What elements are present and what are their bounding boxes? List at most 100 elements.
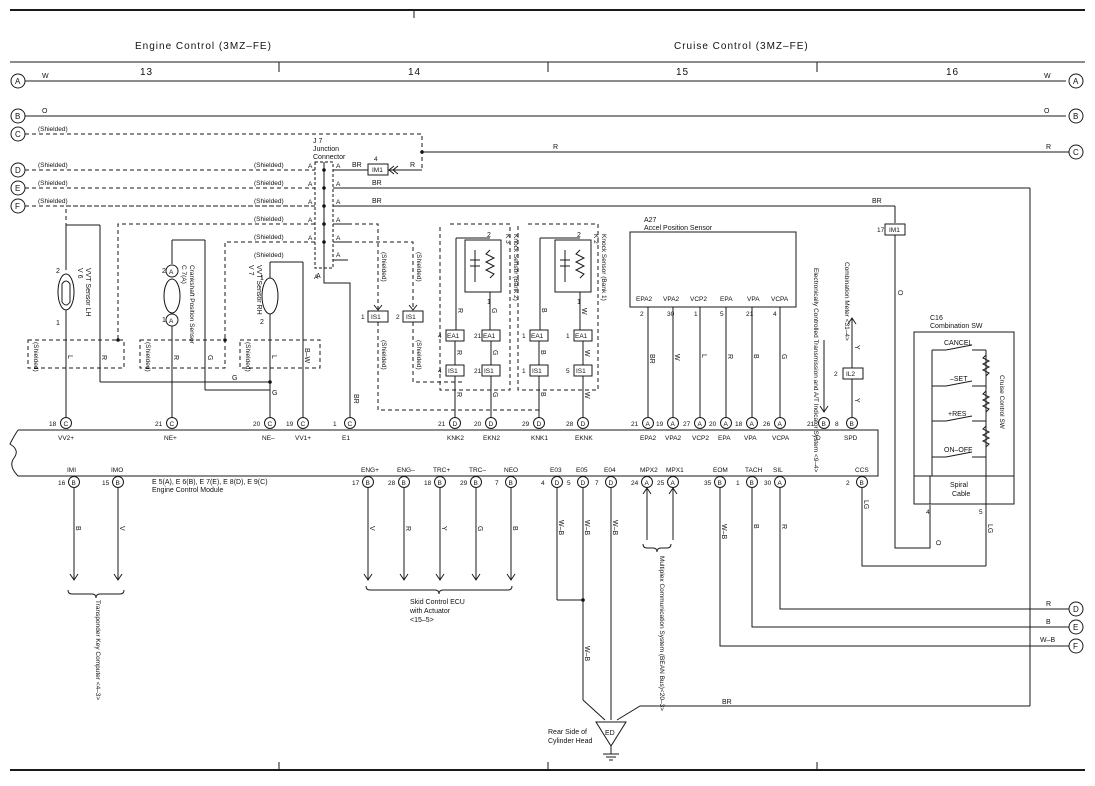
svg-text:4: 4 xyxy=(374,156,378,163)
svg-text:A: A xyxy=(645,480,650,487)
svg-text:Spiral: Spiral xyxy=(950,482,968,489)
svg-text:B: B xyxy=(366,480,370,487)
svg-text:SIL: SIL xyxy=(773,467,783,474)
svg-text:EPA: EPA xyxy=(718,435,731,442)
svg-text:G: G xyxy=(491,392,498,397)
svg-text:VPA2: VPA2 xyxy=(665,435,682,442)
connector-a-left: A xyxy=(10,73,26,89)
svg-text:1: 1 xyxy=(522,333,526,340)
svg-text:B: B xyxy=(116,480,120,487)
svg-text:A27: A27 xyxy=(644,217,657,224)
svg-text:Cable: Cable xyxy=(952,491,970,498)
svg-text:16: 16 xyxy=(58,480,66,487)
svg-text:18: 18 xyxy=(424,480,432,487)
svg-text:Cylinder Head: Cylinder Head xyxy=(548,738,592,745)
connector-e-left: E xyxy=(10,180,26,196)
svg-text:1: 1 xyxy=(577,299,581,306)
svg-text:A: A xyxy=(336,181,341,188)
svg-text:TACH: TACH xyxy=(745,467,763,474)
svg-text:2: 2 xyxy=(834,371,838,378)
svg-text:B–W: B–W xyxy=(303,348,310,364)
cancel-switch: CANCEL xyxy=(944,340,973,347)
section-15: 15 xyxy=(676,67,689,78)
svg-text:ED: ED xyxy=(605,730,615,737)
svg-text:20: 20 xyxy=(253,421,261,428)
svg-text:KNK2: KNK2 xyxy=(447,435,464,442)
svg-text:LG: LG xyxy=(862,500,869,509)
svg-text:B: B xyxy=(15,112,20,121)
on-off-switch: ON–OFF xyxy=(944,447,972,454)
svg-text:VCP2: VCP2 xyxy=(690,296,707,303)
svg-text:MPX1: MPX1 xyxy=(666,467,684,474)
ect-label: Electronically Controlled Transmission a… xyxy=(812,268,819,473)
svg-text:IM1: IM1 xyxy=(889,227,900,234)
is1-connector-2 xyxy=(402,310,424,323)
vvt-sensor-rh: 1 2 V 7 VVT Sensor RH xyxy=(247,261,304,420)
svg-text:EKN2: EKN2 xyxy=(483,435,500,442)
mpx-label: Multiplex Communication System (BEAN Bus… xyxy=(658,556,665,711)
shield-label-5: (Shielded) xyxy=(254,234,284,241)
svg-text:CCS: CCS xyxy=(855,467,869,474)
svg-text:BR: BR xyxy=(648,354,655,364)
svg-text:IM1: IM1 xyxy=(372,167,383,174)
svg-text:R: R xyxy=(455,350,462,355)
svg-text:Y: Y xyxy=(853,398,860,403)
svg-text:R: R xyxy=(455,392,462,397)
svg-text:28: 28 xyxy=(388,480,396,487)
shield-label-2: (Shielded) xyxy=(254,180,284,187)
svg-text:A: A xyxy=(308,181,313,188)
svg-text:1: 1 xyxy=(736,480,740,487)
svg-text:W–B: W–B xyxy=(583,646,590,662)
svg-text:21: 21 xyxy=(631,421,639,428)
wire-e-note: (Shielded) xyxy=(38,180,68,187)
wire-a-color-right: W xyxy=(1044,73,1051,80)
svg-text:D: D xyxy=(537,421,542,428)
svg-text:1: 1 xyxy=(522,368,526,375)
svg-text:K 3: K 3 xyxy=(504,234,511,244)
svg-text:BR: BR xyxy=(352,394,359,404)
section-16: 16 xyxy=(946,67,959,78)
svg-text:MPX2: MPX2 xyxy=(640,467,658,474)
crankshaft-position-sensor: A A 2 1 C 7(A) Crankshaft Position Senso… xyxy=(162,239,206,420)
svg-text:D: D xyxy=(609,480,614,487)
svg-text:(Shielded): (Shielded) xyxy=(415,340,422,370)
svg-text:W: W xyxy=(673,354,680,361)
svg-text:5: 5 xyxy=(567,480,571,487)
svg-text:O: O xyxy=(934,540,941,546)
svg-text:F: F xyxy=(1073,642,1078,651)
svg-text:Y: Y xyxy=(853,345,860,350)
wire-b-color-left: O xyxy=(42,108,48,115)
svg-text:R: R xyxy=(780,524,787,529)
res-switch: +RES xyxy=(948,411,967,418)
svg-text:A: A xyxy=(778,421,783,428)
svg-text:Combination SW: Combination SW xyxy=(930,323,983,330)
connector-d-left: D xyxy=(10,162,26,178)
connector-c-right: C xyxy=(1068,144,1084,160)
svg-text:A: A xyxy=(336,235,341,242)
svg-text:B: B xyxy=(539,350,546,355)
svg-text:A: A xyxy=(646,421,651,428)
svg-text:2: 2 xyxy=(260,319,264,326)
svg-text:A: A xyxy=(698,421,703,428)
svg-text:C16: C16 xyxy=(930,315,943,322)
vvt-sensor-lh: 2 1 V 6 VVT Sensor LH xyxy=(56,224,101,420)
svg-text:SPD: SPD xyxy=(844,435,858,442)
svg-text:A: A xyxy=(314,274,319,281)
header-right-title: Cruise Control (3MZ–FE) xyxy=(674,41,809,52)
connector-d-right: D xyxy=(1068,601,1084,617)
wire-b-color-right: O xyxy=(1044,108,1050,115)
svg-text:30: 30 xyxy=(764,480,772,487)
svg-text:18: 18 xyxy=(735,421,743,428)
svg-text:R: R xyxy=(172,355,179,360)
svg-text:24: 24 xyxy=(631,480,639,487)
svg-text:J 7: J 7 xyxy=(313,138,322,145)
svg-text:Knock Sensor (Bank 1): Knock Sensor (Bank 1) xyxy=(600,234,607,301)
